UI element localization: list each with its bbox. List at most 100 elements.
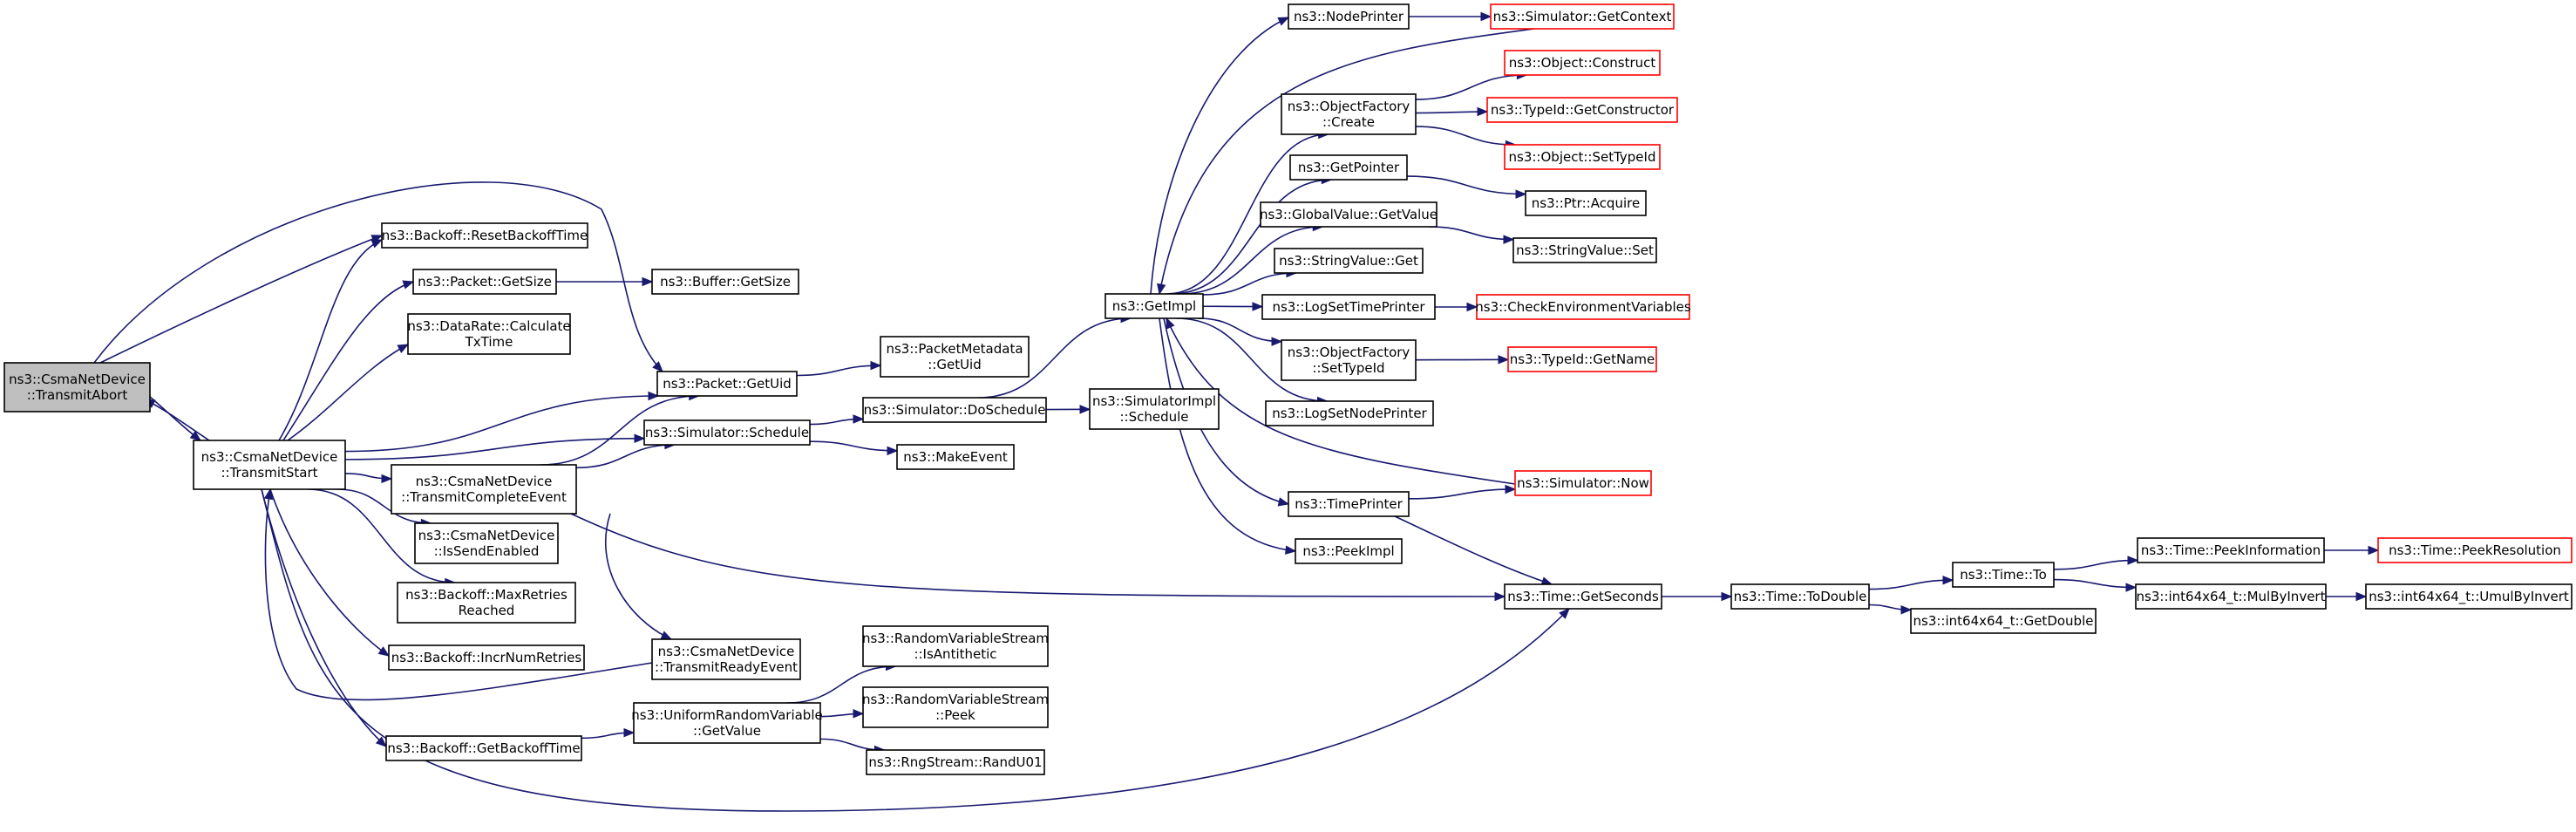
node-box	[1514, 470, 1652, 496]
node-timePrinter[interactable]: ns3::TimePrinter	[1288, 491, 1410, 517]
edge-getBackoffTime-to-uniformGetValue	[581, 727, 636, 740]
edge-transmitReady-to-transmitStart	[263, 488, 653, 701]
node-packetGetSize[interactable]: ns3::Packet::GetSize	[412, 269, 557, 295]
node-transmitAbort[interactable]: ns3::CsmaNetDevice::TransmitAbort	[3, 362, 151, 413]
edge-transmitAbort-to-packetGetUid	[93, 181, 663, 372]
node-transmitComplete[interactable]: ns3::CsmaNetDevice::TransmitCompleteEven…	[391, 464, 577, 515]
node-objectConstruct[interactable]: ns3::Object::Construct	[1504, 50, 1661, 76]
node-label: ns3::Packet::GetSize	[418, 274, 552, 290]
node-box	[896, 444, 1015, 470]
node-simGetContext[interactable]: ns3::Simulator::GetContext	[1490, 3, 1675, 30]
node-typeIdGetConstructor[interactable]: ns3::TypeId::GetConstructor	[1486, 97, 1678, 123]
edge-transmitComplete-to-timeGetSeconds	[570, 513, 1506, 602]
node-timePeekInformation[interactable]: ns3::Time::PeekInformation	[2137, 537, 2325, 563]
node-label: ns3::NodePrinter	[1294, 9, 1404, 24]
node-isSendEnabled[interactable]: ns3::CsmaNetDevice::IsSendEnabled	[414, 522, 559, 564]
node-label: ns3::Time::GetSeconds	[1507, 589, 1659, 604]
node-simNow[interactable]: ns3::Simulator::Now	[1514, 470, 1652, 496]
node-label: ns3::TimePrinter	[1295, 496, 1403, 512]
node-getImpl[interactable]: ns3::GetImpl	[1104, 293, 1204, 319]
edge-timeGetSeconds-to-timeToDouble	[1661, 591, 1733, 602]
node-simImplSchedule[interactable]: ns3::SimulatorImpl::Schedule	[1089, 388, 1220, 430]
edge-timeToDouble-to-timeTo	[1868, 575, 1954, 590]
node-checkEnvVars[interactable]: ns3::CheckEnvironmentVariables	[1475, 294, 1691, 320]
node-objectSetTypeId[interactable]: ns3::Object::SetTypeId	[1504, 144, 1661, 170]
node-timeToDouble[interactable]: ns3::Time::ToDouble	[1730, 583, 1870, 610]
edge-globalValueGetValue-to-stringValueSet	[1429, 226, 1515, 244]
node-label: ns3::Backoff::ResetBackoffTime	[382, 228, 588, 243]
node-box	[397, 582, 576, 624]
node-label: ns3::StringValue::Get	[1279, 253, 1418, 269]
node-packetGetUid[interactable]: ns3::Packet::GetUid	[656, 371, 798, 397]
node-transmitReady[interactable]: ns3::CsmaNetDevice::TransmitReadyEvent	[651, 638, 801, 680]
node-label: ns3::Object::SetTypeId	[1509, 149, 1656, 165]
node-nodePrinter[interactable]: ns3::NodePrinter	[1288, 3, 1410, 30]
node-box	[385, 735, 582, 761]
node-box	[1261, 294, 1436, 320]
node-stringValueSet[interactable]: ns3::StringValue::Set	[1512, 237, 1657, 263]
node-label: TxTime	[465, 334, 513, 350]
edge-transmitStart-to-resetBackoff	[278, 239, 384, 441]
node-logSetTimePrinter[interactable]: ns3::LogSetTimePrinter	[1261, 294, 1436, 320]
node-box	[862, 686, 1049, 728]
node-resetBackoff[interactable]: ns3::Backoff::ResetBackoffTime	[381, 222, 588, 249]
node-label: ns3::Time::ToDouble	[1734, 589, 1867, 604]
node-timeGetSeconds[interactable]: ns3::Time::GetSeconds	[1504, 583, 1662, 610]
node-rvsPeek[interactable]: ns3::RandomVariableStream::Peek	[862, 686, 1049, 728]
node-simSchedule[interactable]: ns3::Simulator::Schedule	[643, 419, 811, 446]
node-simDoSchedule[interactable]: ns3::Simulator::DoSchedule	[862, 397, 1047, 423]
node-incrNumRetries[interactable]: ns3::Backoff::IncrNumRetries	[388, 644, 585, 671]
node-label: Reached	[459, 603, 515, 618]
node-getBackoffTime[interactable]: ns3::Backoff::GetBackoffTime	[385, 735, 582, 761]
node-label: ns3::TypeId::GetConstructor	[1491, 102, 1675, 118]
node-label: ns3::Simulator::DoSchedule	[864, 402, 1046, 418]
node-transmitStart[interactable]: ns3::CsmaNetDevice::TransmitStart	[193, 440, 346, 490]
node-bufferGetSize[interactable]: ns3::Buffer::GetSize	[651, 269, 799, 295]
edge-transmitStart-to-getBackoffTime	[261, 488, 387, 747]
node-int64GetDouble[interactable]: ns3::int64x64_t::GetDouble	[1910, 608, 2097, 634]
edge-getImpl-to-logSetTimePrinter	[1202, 302, 1264, 311]
node-makeEvent[interactable]: ns3::MakeEvent	[896, 444, 1015, 470]
node-box	[2365, 583, 2573, 610]
node-packetMetadataGetUid[interactable]: ns3::PacketMetadata::GetUid	[880, 336, 1030, 378]
node-label: ns3::PacketMetadata	[886, 341, 1023, 357]
node-rngRandU01[interactable]: ns3::RngStream::RandU01	[866, 749, 1045, 775]
node-typeIdGetName[interactable]: ns3::TypeId::GetName	[1507, 346, 1657, 372]
edges-layer	[93, 11, 2380, 812]
node-label: ns3::GetPointer	[1298, 160, 1400, 175]
node-box	[391, 464, 577, 515]
node-peekImpl[interactable]: ns3::PeekImpl	[1295, 538, 1403, 564]
node-label: ::TransmitStart	[221, 465, 317, 481]
node-box	[2137, 537, 2325, 563]
edge-simGetContext-to-getImpl	[1157, 28, 1535, 296]
node-int64UmulByInvert[interactable]: ns3::int64x64_t::UmulByInvert	[2365, 583, 2573, 610]
node-label: ::TransmitAbort	[27, 387, 128, 403]
edge-timeTo-to-int64MulByInvert	[2053, 578, 2138, 592]
node-box	[388, 644, 585, 671]
edge-getImpl-to-peekImpl	[1159, 317, 1297, 555]
node-box	[2135, 583, 2327, 610]
edge-uniformGetValue-to-rvsPeek	[819, 709, 865, 719]
node-objFactorySetTypeId[interactable]: ns3::ObjectFactory::SetTypeId	[1281, 339, 1417, 381]
node-objFactoryCreate[interactable]: ns3::ObjectFactory::Create	[1281, 93, 1417, 135]
node-globalValueGetValue[interactable]: ns3::GlobalValue::GetValue	[1260, 201, 1438, 228]
node-label: ns3::ObjectFactory	[1288, 344, 1410, 360]
node-uniformGetValue[interactable]: ns3::UniformRandomVariable::GetValue	[631, 702, 823, 744]
node-int64MulByInvert[interactable]: ns3::int64x64_t::MulByInvert	[2135, 583, 2327, 610]
node-label: ::SetTypeId	[1312, 360, 1384, 376]
node-box	[633, 702, 821, 744]
node-timePeekResolution[interactable]: ns3::Time::PeekResolution	[2377, 537, 2573, 563]
node-label: ns3::GlobalValue::GetValue	[1260, 207, 1438, 222]
node-box	[1504, 583, 1662, 610]
node-ptrAcquire[interactable]: ns3::Ptr::Acquire	[1525, 190, 1647, 216]
node-getPointer[interactable]: ns3::GetPointer	[1289, 154, 1408, 181]
node-stringValueGet[interactable]: ns3::StringValue::Get	[1274, 248, 1424, 274]
node-logSetNodePrinter[interactable]: ns3::LogSetNodePrinter	[1265, 400, 1434, 426]
node-timeTo[interactable]: ns3::Time::To	[1952, 562, 2055, 588]
node-box	[1476, 294, 1690, 320]
node-rvsIsAntithetic[interactable]: ns3::RandomVariableStream::IsAntithetic	[862, 625, 1049, 667]
node-box	[412, 269, 557, 295]
edge-simDoSchedule-to-simImplSchedule	[1045, 405, 1091, 414]
